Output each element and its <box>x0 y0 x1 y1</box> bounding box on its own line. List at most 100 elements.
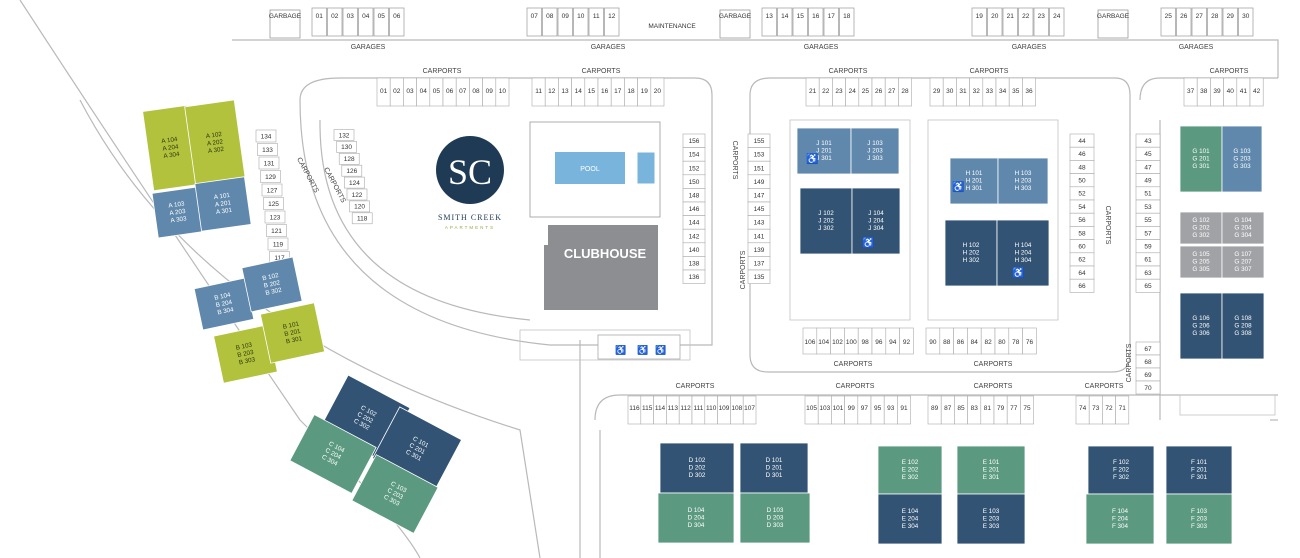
carport-stall <box>255 129 277 143</box>
garage-number: 04 <box>362 13 370 20</box>
carport-stall <box>495 77 510 107</box>
unit-number: G 208 <box>1234 323 1252 330</box>
garage-stall <box>971 7 987 37</box>
carport-number: 56 <box>1078 217 1086 224</box>
brand-name: SMITH CREEK <box>438 213 502 222</box>
carport-stall <box>333 129 355 141</box>
unit-number: F 101 <box>1191 459 1208 466</box>
carport-number: 58 <box>1078 230 1086 237</box>
carport-number: 77 <box>1010 405 1018 412</box>
unit-number: B 303 <box>238 356 256 366</box>
carports-label: CARPORTS <box>676 383 715 390</box>
garage-stall <box>1191 7 1207 37</box>
building-block <box>799 187 853 255</box>
carport-number: 122 <box>352 192 363 199</box>
unit-number: G 205 <box>1192 259 1210 266</box>
garage-stall <box>761 7 777 37</box>
unit-number: G 302 <box>1192 232 1210 239</box>
carport-number: 123 <box>270 214 281 221</box>
carport-number: 34 <box>999 88 1007 95</box>
carport-number: 18 <box>627 88 635 95</box>
carport-number: 04 <box>420 88 428 95</box>
carport-number: 72 <box>1105 405 1113 412</box>
unit-number: G 201 <box>1192 156 1210 163</box>
garage-number: 20 <box>991 13 999 20</box>
carports-label: CARPORTS <box>740 250 747 289</box>
building-block <box>739 442 809 494</box>
carport-number: 68 <box>1144 359 1152 366</box>
building-block <box>657 492 735 544</box>
carport-number: 152 <box>689 165 700 172</box>
unit-number: E 303 <box>983 523 1000 530</box>
unit-number: E 101 <box>983 459 1000 466</box>
carport-number: 41 <box>1240 88 1248 95</box>
garage-stall <box>823 7 839 37</box>
unit-number: G 203 <box>1233 156 1251 163</box>
garage-stall <box>557 7 573 37</box>
garages-label: GARAGES <box>351 44 386 51</box>
unit-number: F 201 <box>1191 467 1208 474</box>
carport-number: 26 <box>875 88 883 95</box>
unit-number: G 107 <box>1234 251 1252 258</box>
carport-number: 07 <box>459 88 467 95</box>
carport-number: 06 <box>446 88 454 95</box>
unit-number: J 302 <box>818 225 834 232</box>
carport-number: 110 <box>706 405 717 412</box>
garage-number: 03 <box>347 13 355 20</box>
garage-number: 01 <box>316 13 324 20</box>
carport-number: 32 <box>973 88 981 95</box>
building-block <box>877 493 943 545</box>
garage-number: 23 <box>1038 13 1046 20</box>
carport-number: 118 <box>357 216 368 223</box>
unit-number: G 206 <box>1192 323 1210 330</box>
garage-stall <box>1207 7 1223 37</box>
carport-number: 82 <box>984 339 992 346</box>
carport-number: 91 <box>900 405 908 412</box>
unit-number: A 301 <box>216 207 233 216</box>
garage-stall <box>327 7 343 37</box>
unit-number: A 203 <box>169 208 186 217</box>
unit-number: G 304 <box>1234 232 1252 239</box>
building-block <box>1221 245 1265 279</box>
unit-number: B 302 <box>265 287 283 297</box>
